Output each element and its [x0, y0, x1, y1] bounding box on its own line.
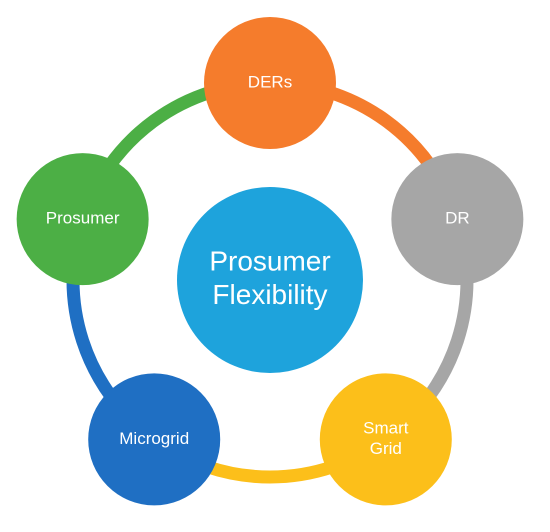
node-dr-circle [391, 153, 524, 286]
node-smart-grid-label-line-1: Smart [363, 419, 409, 438]
node-microgrid-circle [88, 373, 221, 506]
node-smart-grid-label-line-2: Grid [370, 439, 402, 458]
node-prosumer-label-line-1: Prosumer [46, 209, 120, 228]
node-ders-label-line-1: DERs [248, 72, 292, 91]
node-prosumer: Prosumer [16, 153, 149, 286]
center-label-line-1: Prosumer [209, 246, 330, 277]
node-dr: DR [391, 153, 524, 286]
node-dr-label-line-1: DR [445, 209, 470, 228]
center-circle [177, 187, 363, 373]
node-smart-grid-circle [319, 373, 452, 506]
node-microgrid: Microgrid [88, 373, 221, 506]
node-microgrid-label-line-1: Microgrid [119, 429, 189, 448]
node-prosumer-circle [16, 153, 149, 286]
center-label-line-2: Flexibility [212, 279, 327, 310]
node-ders: DERs [204, 17, 336, 149]
node-ders-circle [204, 17, 336, 149]
